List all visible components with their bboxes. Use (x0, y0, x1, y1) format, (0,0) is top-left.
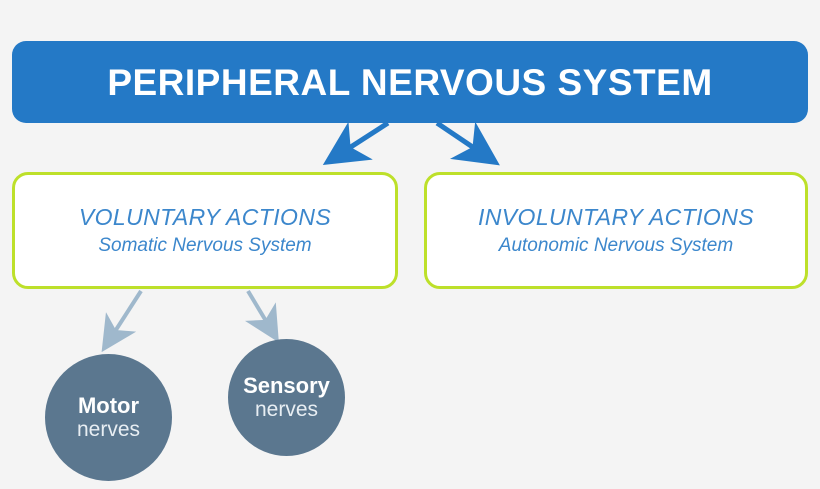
branch-title-voluntary: VOLUNTARY ACTIONS (78, 203, 332, 230)
branch-box-involuntary: INVOLUNTARY ACTIONS Autonomic Nervous Sy… (424, 172, 808, 289)
sensory-nerves-qualifier: nerves (254, 397, 319, 421)
motor-nerves-name: Motor (77, 393, 140, 419)
branch-subtitle-voluntary: Somatic Nervous System (98, 235, 312, 257)
branch-title-involuntary: INVOLUNTARY ACTIONS (478, 203, 754, 230)
branch-subtitle-involuntary: Autonomic Nervous System (498, 235, 734, 257)
node-sensory-nerves: Sensory nerves (228, 339, 345, 456)
motor-nerves-qualifier: nerves (76, 417, 141, 441)
page-title: PERIPHERAL NERVOUS SYSTEM (107, 61, 713, 103)
sensory-nerves-name: Sensory (243, 373, 330, 399)
arrow-header-to-involuntary (435, 120, 500, 166)
arrow-header-to-voluntary (322, 120, 390, 166)
arrow-voluntary-to-sensory (244, 289, 279, 343)
header-banner: PERIPHERAL NERVOUS SYSTEM (12, 41, 808, 123)
arrow-voluntary-to-motor (101, 289, 143, 353)
branch-box-voluntary: VOLUNTARY ACTIONS Somatic Nervous System (12, 172, 398, 289)
node-motor-nerves: Motor nerves (45, 354, 172, 481)
